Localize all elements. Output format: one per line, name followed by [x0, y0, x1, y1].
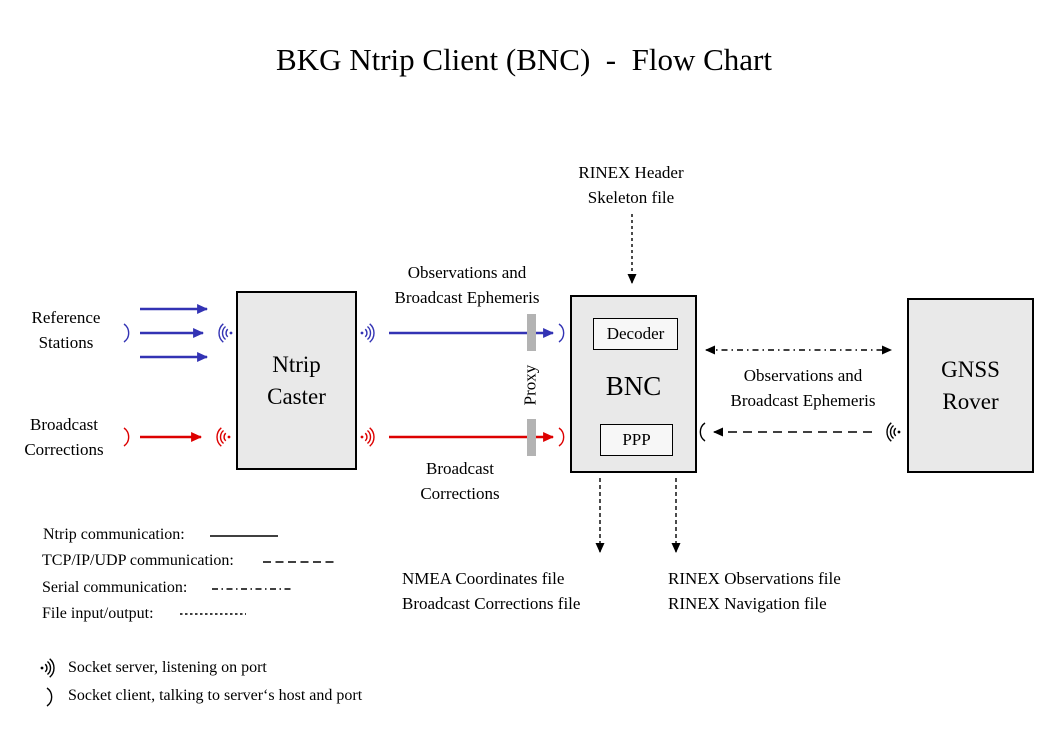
label-nmea-output-files: NMEA Coordinates file Broadcast Correcti… [402, 569, 581, 613]
bnc-label: BNC [605, 371, 662, 401]
legend-ntrip-communication: Ntrip communication: [43, 526, 185, 543]
socket-server-icon [886, 422, 902, 442]
node-ntrip-caster: Ntrip Caster [236, 291, 357, 470]
proxy-bar-bottom [527, 419, 536, 456]
legend-tcp-communication: TCP/IP/UDP communication: [42, 552, 234, 569]
legend-serial-communication: Serial communication: [42, 579, 188, 596]
page-title: BKG Ntrip Client (BNC) - Flow Chart [276, 42, 772, 77]
label-broadcast-corrections-input: Broadcast Corrections [24, 415, 104, 459]
socket-client-icon [558, 427, 565, 447]
node-ppp: PPP [600, 424, 673, 456]
label-broadcast-corrections-mid: Broadcast Corrections [420, 459, 500, 503]
socket-server-icon [39, 658, 55, 678]
proxy-bar-top [527, 314, 536, 351]
legend-file-io: File input/output: [42, 605, 154, 622]
socket-server-icon [218, 323, 234, 343]
node-gnss-rover: GNSS Rover [907, 298, 1034, 473]
label-observations-ephemeris-top: Observations and Broadcast Ephemeris [394, 263, 540, 307]
label-reference-stations: Reference Stations [31, 308, 101, 352]
socket-server-icon [359, 323, 375, 343]
legend-socket-client: Socket client, talking to server‘s host … [68, 687, 363, 704]
socket-client-icon [46, 687, 53, 707]
socket-server-icon [216, 427, 232, 447]
proxy-label: Proxy [520, 364, 540, 406]
label-observations-ephemeris-right: Observations and Broadcast Ephemeris [730, 366, 876, 410]
socket-server-icon [359, 427, 375, 447]
node-bnc: Decoder BNC PPP [570, 295, 697, 473]
label-rinex-output-files: RINEX Observations file RINEX Navigation… [668, 569, 841, 613]
label-rinex-header-skeleton: RINEX Header Skeleton file [578, 163, 684, 207]
legend-socket-server: Socket server, listening on port [68, 659, 267, 676]
socket-client-icon [558, 323, 565, 343]
node-decoder: Decoder [593, 318, 678, 350]
socket-client-icon [699, 422, 706, 442]
